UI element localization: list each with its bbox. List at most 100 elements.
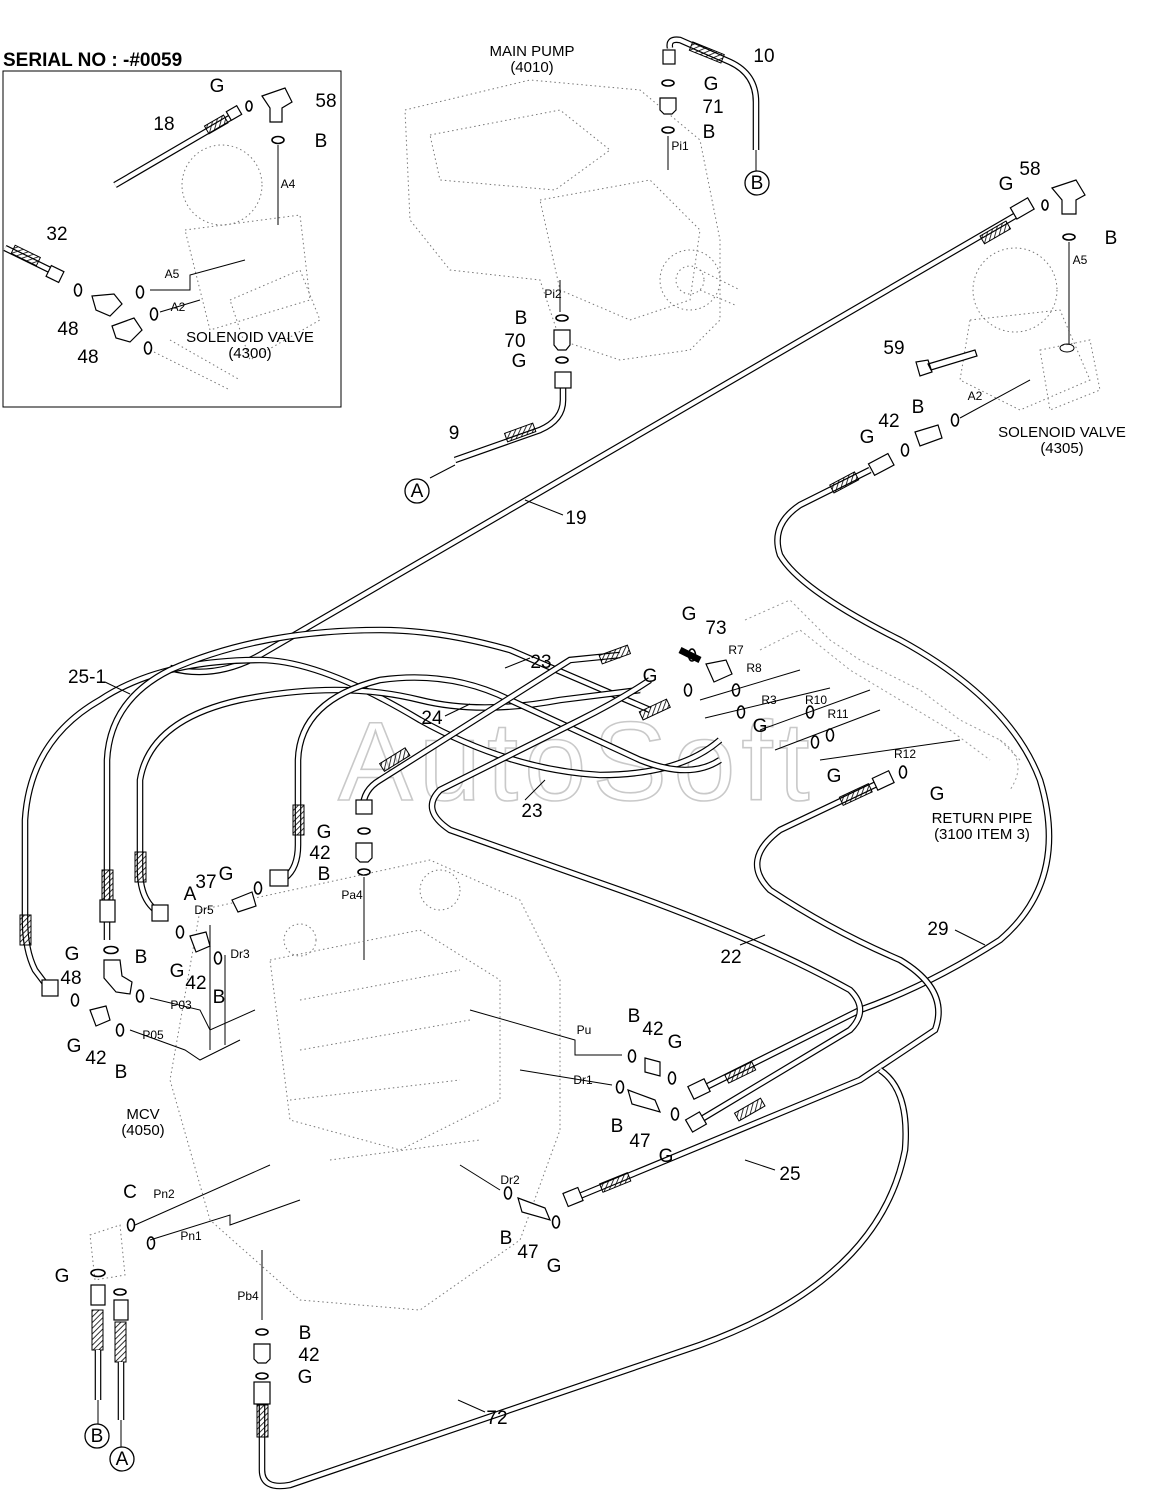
label-r3: R3 bbox=[761, 693, 777, 707]
oring-g70 bbox=[555, 356, 569, 364]
label-pi2: Pi2 bbox=[544, 287, 562, 301]
serial-inset-frame bbox=[2, 70, 342, 408]
hose-23b bbox=[269, 674, 722, 887]
label-p48-in1: 48 bbox=[57, 319, 78, 340]
inset-hose-32 bbox=[3, 244, 65, 284]
leader-a-mid bbox=[429, 464, 456, 479]
label-p22: 22 bbox=[720, 947, 741, 968]
oring-g58 bbox=[1041, 199, 1049, 211]
oring-b-pb4 bbox=[255, 1328, 269, 1336]
adapter-71 bbox=[659, 97, 677, 115]
hose-25-1 bbox=[19, 656, 723, 997]
label-p32: 32 bbox=[46, 224, 67, 245]
label-p47a: 47 bbox=[629, 1131, 650, 1152]
label-g-r12: G bbox=[930, 784, 945, 805]
label-g42-pu: G bbox=[668, 1032, 683, 1053]
label-p71: 71 bbox=[702, 97, 723, 118]
oring-b58 bbox=[1062, 233, 1076, 241]
hose-24 bbox=[134, 686, 641, 922]
label-g-pn: G bbox=[55, 1266, 70, 1287]
label-layer: MAIN PUMP(4010)SOLENOID VALVE(4300)SOLEN… bbox=[46, 43, 1125, 1429]
hose-19-leader bbox=[524, 499, 564, 516]
label-p42-pb4: 42 bbox=[298, 1345, 319, 1366]
oring-g37 bbox=[253, 881, 263, 895]
label-pi1: Pi1 bbox=[671, 139, 689, 153]
oring-g42-sv bbox=[900, 443, 910, 457]
oring-g-left bbox=[70, 993, 80, 1007]
label-sv-4305: SOLENOID VALVE bbox=[998, 424, 1126, 441]
adapter-42-pb4 bbox=[253, 1343, 271, 1364]
label-p48: 48 bbox=[60, 968, 81, 989]
oring-b-p05 bbox=[115, 1023, 125, 1037]
label-g42-sv: G bbox=[860, 427, 875, 448]
label-p23b: 23 bbox=[521, 801, 542, 822]
adapter-42-left bbox=[89, 1005, 111, 1027]
hose-29 bbox=[687, 452, 1053, 1101]
callout-circle bbox=[744, 170, 770, 196]
label-b71: B bbox=[703, 122, 716, 143]
serial-number-title: SERIAL NO : -#0059 bbox=[3, 50, 182, 71]
hose-72-leader bbox=[457, 1399, 486, 1413]
label-p23a: 23 bbox=[530, 652, 551, 673]
label-b70: B bbox=[515, 308, 528, 329]
callout-ca-bot: A bbox=[109, 1446, 135, 1472]
oring-b-a2 bbox=[950, 413, 960, 427]
inset-solenoid-valve-outline bbox=[149, 144, 321, 391]
label-g42-p05: G bbox=[67, 1036, 82, 1057]
callout-cb-bot: B bbox=[84, 1423, 110, 1449]
callout-letter: A bbox=[411, 481, 424, 502]
oring-pn-b bbox=[113, 1288, 127, 1296]
oring-c-pn1 bbox=[146, 1236, 156, 1250]
pn-fittings-outline bbox=[89, 1224, 126, 1281]
label-g37: G bbox=[219, 864, 234, 885]
inset-oring-48b bbox=[149, 307, 159, 321]
label-return-pipe-no: (3100 ITEM 3) bbox=[934, 826, 1030, 843]
label-p42-pu: 42 bbox=[642, 1019, 663, 1040]
hose-23b-leader bbox=[524, 779, 546, 801]
inset-elbow-58 bbox=[261, 87, 293, 123]
label-b48: B bbox=[135, 947, 148, 968]
label-b47a: B bbox=[611, 1116, 624, 1137]
label-p9: 9 bbox=[449, 423, 460, 444]
main-pump-outline bbox=[404, 79, 741, 361]
p03-leader bbox=[149, 997, 256, 1031]
hose-22 bbox=[428, 677, 864, 1133]
oring-b-pu bbox=[627, 1049, 637, 1063]
callout-cb-top: B bbox=[744, 170, 770, 196]
oring-g-dr2 bbox=[551, 1215, 561, 1229]
label-p58: 58 bbox=[1019, 159, 1040, 180]
label-g10: G bbox=[704, 74, 719, 95]
oring-b70 bbox=[555, 314, 569, 322]
hose-29-leader bbox=[954, 929, 986, 946]
callout-letter: A bbox=[116, 1449, 129, 1470]
inset-elbow-48a bbox=[91, 293, 123, 317]
label-g42-pb4: G bbox=[298, 1367, 313, 1388]
label-r12: R12 bbox=[894, 747, 916, 761]
label-p42-p05: 42 bbox=[85, 1048, 106, 1069]
oring-g10 bbox=[661, 79, 675, 87]
label-g73b: G bbox=[643, 666, 658, 687]
label-p42-sv: 42 bbox=[878, 411, 899, 432]
label-dr3: Dr3 bbox=[230, 947, 250, 961]
label-p73: 73 bbox=[705, 618, 726, 639]
callout-circle bbox=[84, 1423, 110, 1449]
label-p42-dr: 42 bbox=[185, 973, 206, 994]
label-r10: R10 bbox=[805, 693, 827, 707]
inset-oring-32 bbox=[73, 283, 83, 297]
hose-22-leader bbox=[739, 934, 766, 946]
check-valve-47b bbox=[517, 1197, 552, 1221]
label-b42-pb4: B bbox=[299, 1323, 312, 1344]
label-main-pump-no: (4010) bbox=[510, 59, 553, 76]
bolt-59 bbox=[915, 349, 978, 377]
inset-a5-leader bbox=[150, 259, 246, 291]
label-c: C bbox=[123, 1182, 137, 1203]
hose-pa4 bbox=[355, 644, 632, 815]
label-p42-pa4: 42 bbox=[309, 843, 330, 864]
callout-letter: B bbox=[91, 1426, 104, 1447]
inset-oring-58g bbox=[245, 100, 253, 112]
label-p70: 70 bbox=[504, 331, 525, 352]
hoses-pn bbox=[90, 1284, 129, 1420]
label-p47b: 47 bbox=[517, 1242, 538, 1263]
hose-10 bbox=[662, 36, 760, 150]
